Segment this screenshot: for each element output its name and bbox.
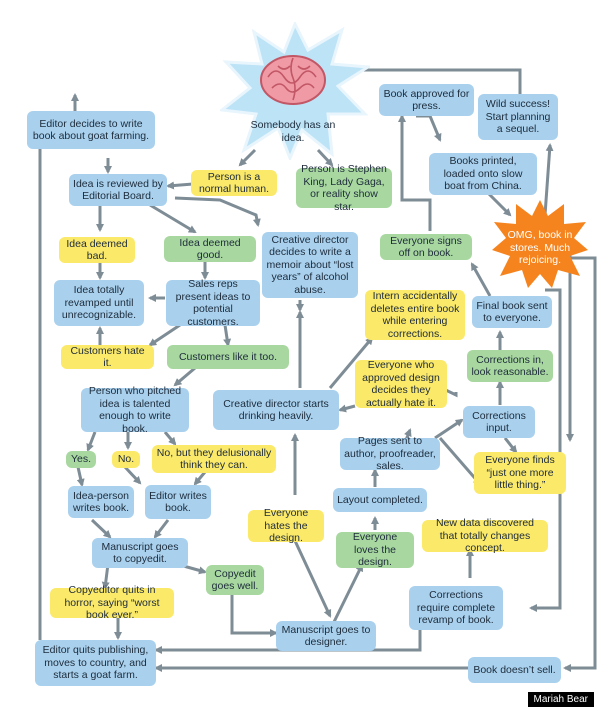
node-goat-start: Editor decides to write book about goat …: [27, 111, 155, 149]
omg-burst: [492, 200, 588, 288]
node-success: Wild success! Start planning a sequel.: [478, 94, 558, 140]
node-intern: Intern accidentally deletes entire book …: [365, 290, 465, 340]
node-sales: Sales reps present ideas to potential cu…: [166, 278, 260, 328]
node-revamp: Idea totally revamped until unrecognizab…: [54, 280, 144, 326]
node-celeb: Person is Stephen King, Lady Gaga, or re…: [296, 163, 392, 213]
node-approved-hate: Everyone who approved design decides the…: [355, 359, 447, 409]
node-corr-input: Corrections input.: [463, 406, 535, 438]
node-approved: Book approved for press.: [379, 84, 474, 116]
node-no: No.: [112, 451, 140, 468]
node-pages: Pages sent to author, proofreader, sales…: [340, 435, 440, 472]
node-newdata: New data discovered that totally changes…: [422, 517, 548, 554]
node-idea: Somebody has an idea.: [250, 119, 336, 144]
node-copyedit-well: Copyedit goes well.: [206, 565, 264, 595]
node-review: Idea is reviewed by Editorial Board.: [69, 174, 167, 206]
node-manuscript: Manuscript goes to copyedit.: [92, 538, 188, 568]
node-delusion: No, but they delusionally think they can…: [152, 445, 276, 473]
node-omg: OMG, book in stores. Much rejoicing.: [507, 229, 573, 266]
node-designer: Manuscript goes to designer.: [276, 621, 376, 651]
node-like: Customers like it too.: [167, 345, 289, 369]
node-pitched: Person who pitched idea is talented enou…: [81, 385, 189, 435]
node-bad: Idea deemed bad.: [59, 237, 135, 263]
node-final: Final book sent to everyone.: [472, 296, 552, 328]
node-loves: Everyone loves the design.: [336, 531, 414, 568]
node-one-more: Everyone finds “just one more little thi…: [474, 452, 566, 494]
node-idea-writes: Idea-person writes book.: [68, 486, 134, 518]
node-editor-quits: Editor quits publishing, moves to countr…: [35, 640, 156, 686]
node-corrections-revamp: Corrections require complete revamp of b…: [409, 586, 503, 630]
node-quits-horror: Copyeditor quits in horror, saying “wors…: [50, 584, 174, 621]
brain-icon: [260, 55, 326, 105]
node-yes: Yes.: [66, 451, 96, 468]
node-hate: Customers hate it.: [61, 345, 154, 369]
node-drinking: Creative director starts drinking heavil…: [213, 390, 339, 430]
node-editor-writes: Editor writes book.: [145, 485, 211, 519]
node-memoir: Creative director decides to write a mem…: [262, 232, 358, 298]
node-corr-in: Corrections in, look reasonable.: [467, 350, 553, 382]
node-good: Idea deemed good.: [164, 236, 256, 262]
node-signoff: Everyone signs off on book.: [380, 234, 472, 260]
node-everyone-hates: Everyone hates the design.: [248, 507, 324, 544]
node-doesnt-sell: Book doesn’t sell.: [468, 657, 561, 683]
node-printed: Books printed, loaded onto slow boat fro…: [429, 153, 537, 195]
credit-label: Mariah Bear: [527, 692, 594, 707]
node-layout: Layout completed.: [333, 488, 427, 512]
node-normal: Person is a normal human.: [191, 170, 277, 196]
